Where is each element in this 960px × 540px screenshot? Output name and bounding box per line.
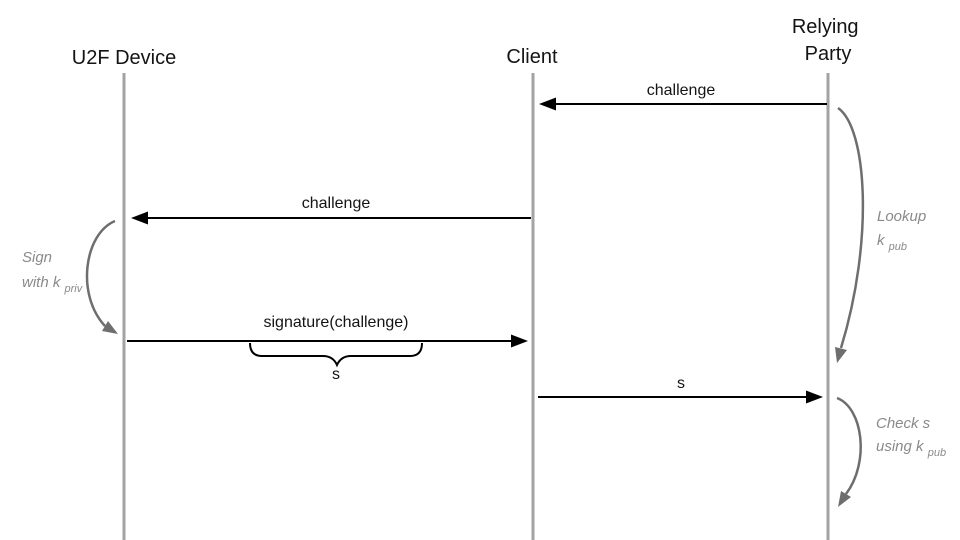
message-signature-u2f-to-client: signature(challenge) xyxy=(127,314,528,348)
self-action-label-main: using k xyxy=(876,438,925,455)
self-action-label-line1: Check s xyxy=(876,415,931,432)
actor-title-relying-party-line2: Party xyxy=(805,43,852,65)
arrowhead-gray-icon xyxy=(835,347,847,363)
lifelines xyxy=(122,73,830,540)
actor-title-relying-party: Relying Party xyxy=(792,16,864,65)
self-action-sign-with-kpriv: Sign with k priv xyxy=(22,219,118,334)
arrowhead-right-icon xyxy=(511,334,528,348)
self-loop-curve xyxy=(85,219,116,327)
self-action-label-line1: Lookup xyxy=(877,208,926,225)
arrowhead-right-icon xyxy=(806,390,823,404)
arrowhead-gray-icon xyxy=(102,321,118,334)
brace-label: s xyxy=(332,366,340,383)
self-action-check-s-using-kpub: Check s using k pub xyxy=(836,396,946,507)
self-action-label-main: k xyxy=(877,232,886,249)
self-action-label-line1: Sign xyxy=(22,249,52,266)
message-challenge-rp-to-client: challenge xyxy=(539,82,827,111)
actor-title-relying-party-line1: Relying xyxy=(792,16,859,38)
message-label: challenge xyxy=(302,195,371,212)
self-action-lookup-kpub: Lookup k pub xyxy=(835,106,926,363)
arrowhead-gray-icon xyxy=(838,491,851,507)
self-action-label-line2: k pub xyxy=(877,232,907,253)
self-action-label-subscript: priv xyxy=(64,283,84,295)
message-label: challenge xyxy=(647,82,716,99)
self-action-label-line2: using k pub xyxy=(876,438,946,459)
message-challenge-client-to-u2f: challenge xyxy=(131,195,531,225)
underbrace-icon xyxy=(249,342,423,368)
self-action-label-line2: with k priv xyxy=(22,274,84,295)
self-action-label-main: with k xyxy=(22,274,62,291)
actor-title-u2f-device: U2F Device xyxy=(72,47,176,69)
self-loop-curve xyxy=(837,106,865,349)
actor-title-client: Client xyxy=(506,46,558,68)
message-s-client-to-rp: s xyxy=(538,375,823,404)
arrowhead-left-icon xyxy=(131,211,148,225)
actor-titles: U2F Device Client Relying Party xyxy=(72,16,864,69)
arrowhead-left-icon xyxy=(539,97,556,111)
message-label: s xyxy=(677,375,685,392)
brace-annotation: s xyxy=(249,342,423,383)
self-action-label-subscript: pub xyxy=(927,447,946,459)
self-loop-curve xyxy=(836,396,862,495)
self-action-label-subscript: pub xyxy=(888,241,907,253)
message-label: signature(challenge) xyxy=(264,314,409,331)
